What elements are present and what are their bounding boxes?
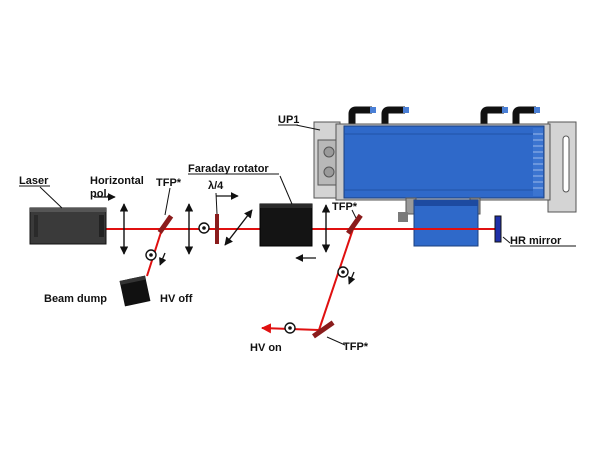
- label-pol: pol.: [90, 188, 110, 200]
- pockels-cell-up1: [313, 106, 577, 247]
- label-tfp-mid: TFP*: [332, 201, 358, 213]
- pol-dot-4: [284, 322, 296, 334]
- label-horizontal: Horizontal: [90, 175, 144, 187]
- blue-housing: [343, 125, 545, 199]
- cooling-strip: [533, 128, 543, 196]
- beam-dump-block: [119, 275, 151, 307]
- leader-tfp-left: [164, 187, 171, 216]
- label-tfp-bottom: TFP*: [343, 341, 369, 353]
- leader-hr: [502, 236, 511, 244]
- deflected-beam: [318, 228, 354, 331]
- tfp-mid-plate: [346, 213, 363, 235]
- leader-tfp-bottom: [326, 336, 346, 346]
- tfp-left-plate: [157, 214, 174, 234]
- quarter-wave-plate: [215, 214, 219, 244]
- label-hv-on: HV on: [250, 342, 282, 354]
- label-beam-dump: Beam dump: [44, 293, 107, 305]
- pol-dot-1: [198, 222, 210, 234]
- laser-head: [29, 207, 107, 245]
- label-faraday-rotator: Faraday rotator: [188, 163, 269, 175]
- driver-box: [413, 199, 479, 247]
- hose-fittings: [348, 106, 540, 128]
- label-tfp-left: TFP*: [156, 177, 182, 189]
- label-laser: Laser: [19, 175, 49, 187]
- pol-dot-2: [145, 249, 157, 261]
- direction-arrow-4: [159, 252, 167, 266]
- leader-up1: [295, 124, 321, 131]
- leader-lambda: [215, 192, 218, 215]
- faraday-rotator: [259, 203, 313, 247]
- tfp-bottom-plate: [312, 320, 335, 339]
- hr-mirror-optic: [494, 215, 502, 243]
- leader-tfp-mid: [351, 209, 357, 219]
- label-lambda: λ/4: [208, 180, 224, 192]
- label-hv-off: HV off: [160, 293, 193, 305]
- label-up1: UP1: [278, 114, 299, 126]
- leader-laser: [39, 186, 63, 209]
- leader-faraday: [279, 175, 293, 205]
- direction-arrow-5: [348, 271, 356, 285]
- pol-arrow-circular: [224, 209, 253, 246]
- pol-dot-3: [337, 266, 349, 278]
- right-mount-plate: [547, 121, 577, 213]
- label-hr-mirror: HR mirror: [510, 235, 562, 247]
